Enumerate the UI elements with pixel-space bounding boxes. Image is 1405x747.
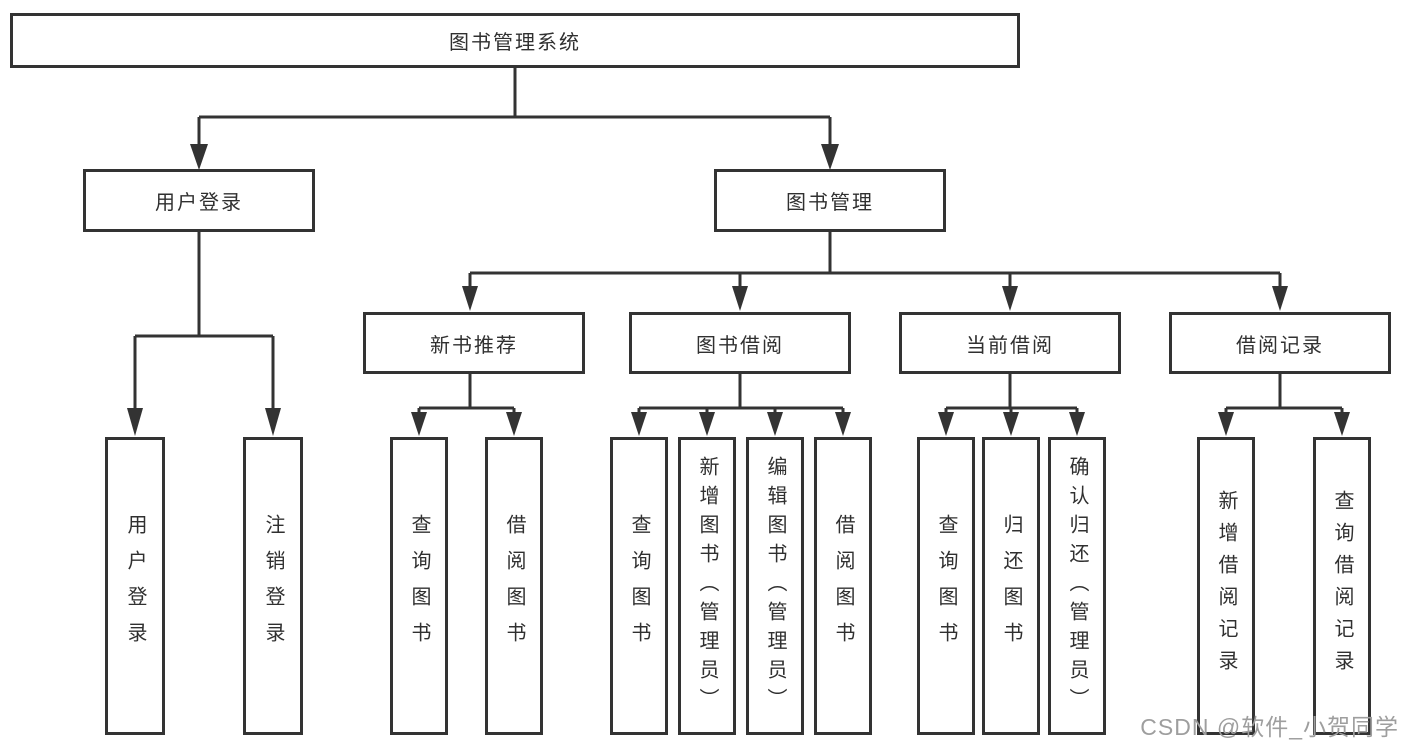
leaf-current-query-books: 查询图书 bbox=[917, 437, 975, 735]
node-book-borrow: 图书借阅 bbox=[629, 312, 851, 374]
node-new-book-recommend: 新书推荐 bbox=[363, 312, 585, 374]
node-borrow-records: 借阅记录 bbox=[1169, 312, 1391, 374]
node-user-login-label: 用户登录 bbox=[155, 192, 243, 214]
leaf-borrow-query-books: 查询图书 bbox=[610, 437, 668, 735]
leaf-records-query-label: 查询借阅记录 bbox=[1331, 490, 1353, 682]
leaf-borrow-add-books-admin: 新增图书（管理员） bbox=[678, 437, 736, 735]
leaf-user-login: 用户登录 bbox=[105, 437, 165, 735]
leaf-rec-query-books: 查询图书 bbox=[390, 437, 448, 735]
leaf-current-confirm-return-admin: 确认归还（管理员） bbox=[1048, 437, 1106, 735]
connector-login-to-leaves bbox=[127, 232, 281, 436]
leaf-logout-label: 注销登录 bbox=[262, 514, 284, 658]
leaf-current-confirm-return-admin-label: 确认归还（管理员） bbox=[1066, 455, 1088, 717]
leaf-current-return-books: 归还图书 bbox=[982, 437, 1040, 735]
connector-root-to-level2 bbox=[190, 68, 839, 170]
leaf-current-query-books-label: 查询图书 bbox=[935, 514, 957, 658]
node-user-login: 用户登录 bbox=[83, 169, 315, 232]
connector-records-to-leaves bbox=[1218, 374, 1350, 436]
leaf-borrow-query-books-label: 查询图书 bbox=[628, 514, 650, 658]
csdn-watermark: CSDN @软件_小贺同学 bbox=[1140, 714, 1399, 740]
leaf-borrow-edit-books-admin-label: 编辑图书（管理员） bbox=[764, 455, 786, 717]
node-book-borrow-label: 图书借阅 bbox=[696, 334, 784, 357]
connector-rec-to-leaves bbox=[411, 374, 522, 436]
connector-current-to-leaves bbox=[938, 374, 1085, 436]
node-book-management: 图书管理 bbox=[714, 169, 946, 232]
node-book-management-label: 图书管理 bbox=[786, 192, 874, 214]
leaf-borrow-edit-books-admin: 编辑图书（管理员） bbox=[746, 437, 804, 735]
node-root: 图书管理系统 bbox=[10, 13, 1020, 68]
leaf-borrow-add-books-admin-label: 新增图书（管理员） bbox=[696, 455, 718, 717]
leaf-current-return-books-label: 归还图书 bbox=[1000, 514, 1022, 658]
node-new-book-recommend-label: 新书推荐 bbox=[430, 334, 518, 357]
connector-mgmt-to-level3 bbox=[462, 232, 1288, 311]
node-current-borrow: 当前借阅 bbox=[899, 312, 1121, 374]
node-current-borrow-label: 当前借阅 bbox=[966, 334, 1054, 357]
leaf-borrow-lend-books-label: 借阅图书 bbox=[832, 514, 854, 658]
node-root-label: 图书管理系统 bbox=[449, 32, 581, 54]
leaf-rec-borrow-books: 借阅图书 bbox=[485, 437, 543, 735]
leaf-records-add-label: 新增借阅记录 bbox=[1215, 490, 1237, 682]
leaf-rec-borrow-books-label: 借阅图书 bbox=[503, 514, 525, 658]
node-borrow-records-label: 借阅记录 bbox=[1236, 334, 1324, 357]
leaf-records-add: 新增借阅记录 bbox=[1197, 437, 1255, 735]
leaf-rec-query-books-label: 查询图书 bbox=[408, 514, 430, 658]
leaf-records-query: 查询借阅记录 bbox=[1313, 437, 1371, 735]
connector-borrow-to-leaves bbox=[631, 374, 851, 436]
leaf-user-login-label: 用户登录 bbox=[124, 514, 146, 658]
leaf-logout: 注销登录 bbox=[243, 437, 303, 735]
leaf-borrow-lend-books: 借阅图书 bbox=[814, 437, 872, 735]
